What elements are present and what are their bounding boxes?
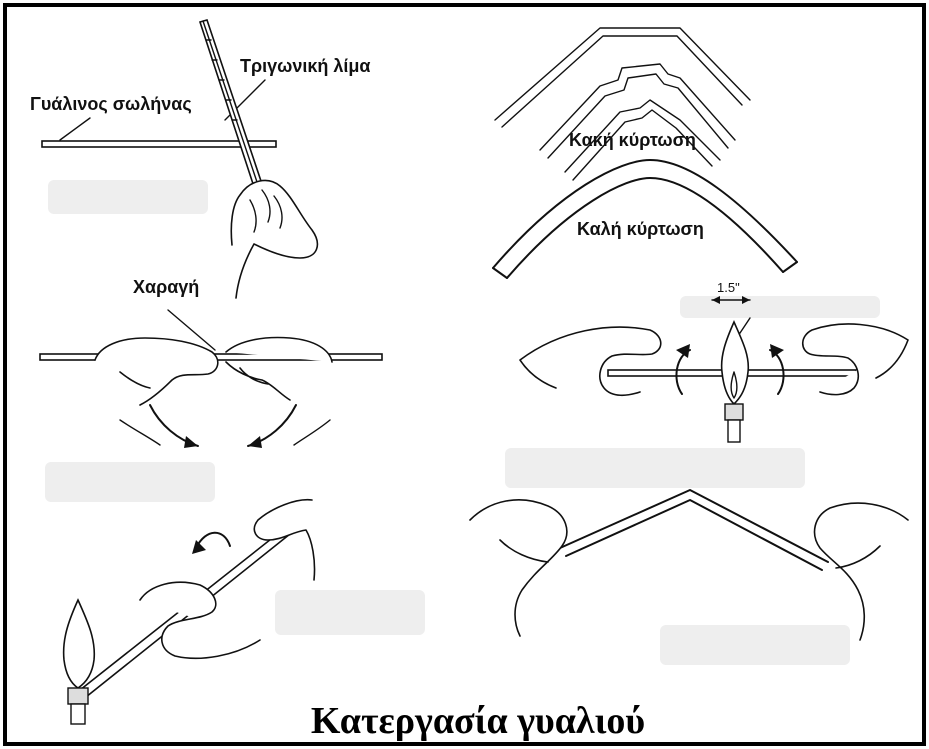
- left-bend-arrow: [150, 405, 198, 446]
- glass-tube-label: Γυάλινος σωλήνας: [30, 94, 192, 114]
- end-flame: [64, 600, 95, 688]
- bad-bend-label: Κακή κύρτωση: [569, 130, 696, 150]
- flame: [722, 322, 749, 404]
- right-bend-arrow: [248, 405, 296, 446]
- panel-breaking: [40, 310, 382, 448]
- hand-holding-file: [231, 180, 317, 298]
- burner-stem-2: [71, 704, 85, 724]
- left-hand-polish: [140, 582, 260, 658]
- wrist-lines: [120, 420, 330, 445]
- panel-bends: [493, 28, 797, 278]
- panel-bending: [470, 490, 908, 640]
- right-hand-rotating: [803, 324, 908, 395]
- left-hand: [95, 338, 218, 405]
- triangular-file-label: Τριγωνική λίμα: [240, 56, 370, 76]
- measure-label: 1.5": [717, 280, 740, 295]
- burner-stem: [728, 420, 740, 442]
- triangular-file: [200, 20, 264, 193]
- tube-leader: [60, 118, 90, 140]
- good-bend-label: Καλή κύρτωση: [577, 219, 704, 239]
- burner-head: [725, 404, 743, 420]
- left-hand-bending: [470, 500, 567, 636]
- left-arrowhead: [184, 436, 198, 448]
- bent-tube-inner: [566, 500, 822, 570]
- left-hand-rotating: [520, 327, 661, 395]
- right-arrowhead: [248, 436, 262, 448]
- right-hand-polish: [254, 500, 314, 580]
- right-hand: [226, 338, 332, 400]
- burner-head-2: [68, 688, 88, 704]
- diagram-title: Κατεργασία γυαλιού: [311, 700, 645, 742]
- right-hand-bending: [815, 503, 908, 640]
- score-label: Χαραγή: [133, 277, 199, 297]
- bad-bend-tubes: [495, 28, 750, 180]
